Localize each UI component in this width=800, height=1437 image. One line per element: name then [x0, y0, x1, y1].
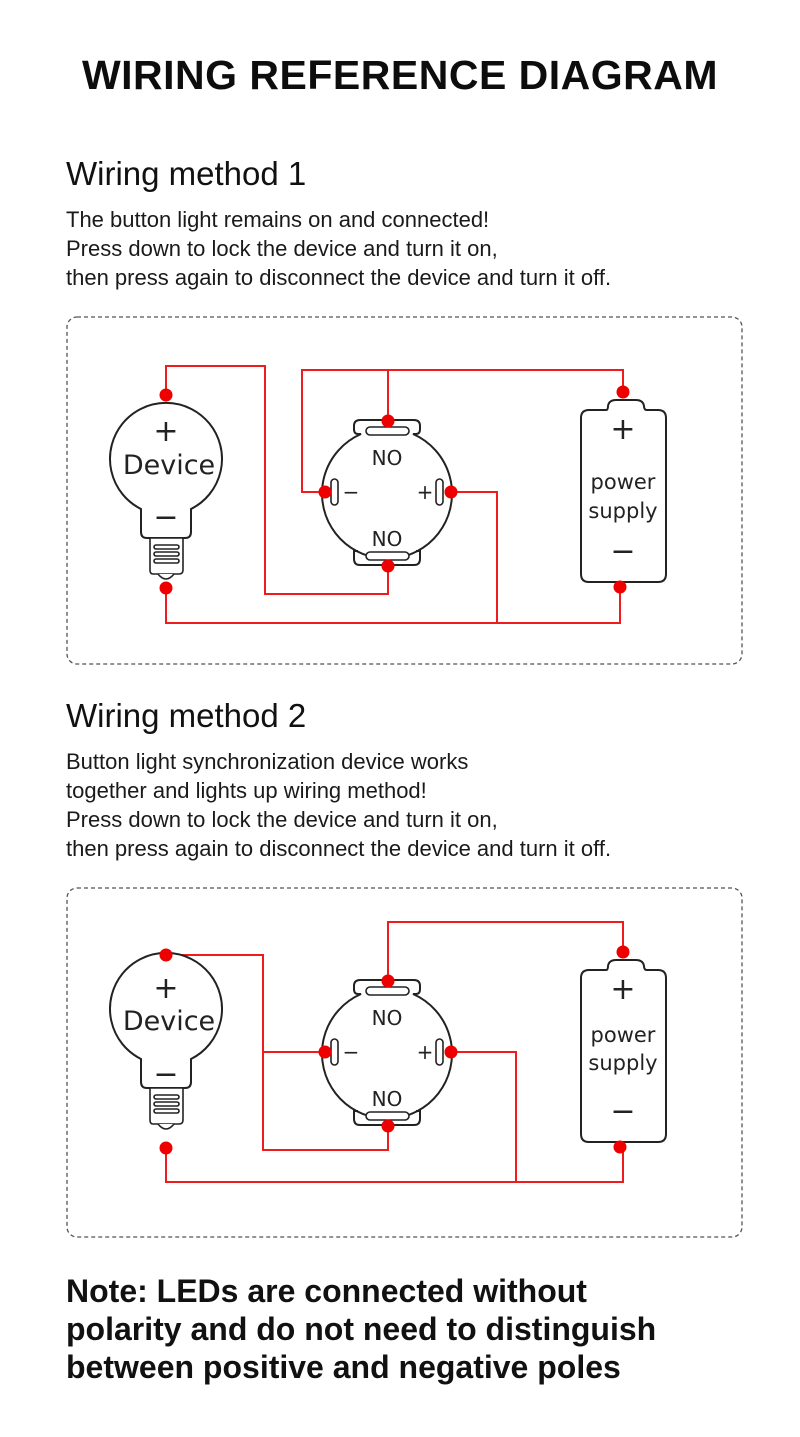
terminal-switch-no-bottom	[381, 1119, 395, 1133]
wire-device-plus-to-no-bottom	[165, 365, 389, 595]
power-label-line-2: supply	[588, 499, 657, 523]
switch-no-bottom-label: NO	[372, 527, 403, 551]
method-1-heading: Wiring method 1	[66, 155, 307, 192]
note-line-3: between positive and negative poles	[66, 1349, 621, 1385]
terminal-device-plus	[159, 388, 173, 402]
device-bulb-icon: + Device −	[109, 401, 223, 580]
terminal-power-plus	[616, 945, 630, 959]
device-bulb-icon: + Device −	[109, 951, 223, 1130]
diagram-2-frame	[66, 887, 743, 1238]
method-2-line-1: Button light synchronization device work…	[66, 749, 469, 774]
switch-minus-label: −	[343, 480, 360, 504]
method-2-line-3: Press down to lock the device and turn i…	[66, 807, 498, 832]
switch-no-top-label: NO	[372, 1006, 403, 1030]
terminal-switch-plus	[444, 1045, 458, 1059]
method-2-line-4: then press again to disconnect the devic…	[66, 836, 612, 861]
method-1-line-3: then press again to disconnect the devic…	[66, 265, 612, 290]
device-minus-label: −	[153, 1057, 178, 1092]
device-minus-label: −	[153, 500, 178, 535]
page-title: WIRING REFERENCE DIAGRAM	[81, 52, 719, 98]
method-2-description: Button light synchronization device work…	[66, 747, 611, 863]
switch-plus-label: +	[417, 1040, 434, 1064]
method-1-line-2: Press down to lock the device and turn i…	[66, 236, 498, 261]
power-supply-battery-icon: + power supply −	[580, 399, 667, 583]
switch-no-bottom-label: NO	[372, 1087, 403, 1111]
note-line-2: polarity and do not need to distinguish	[66, 1311, 657, 1347]
power-supply-battery-icon: + power supply −	[580, 959, 667, 1143]
wire-device-minus-to-power-minus	[165, 587, 621, 624]
terminal-device-plus	[159, 948, 173, 962]
switch-plus-label: +	[417, 480, 434, 504]
terminal-switch-plus	[444, 485, 458, 499]
power-label-line-2: supply	[588, 1051, 657, 1075]
wire-switch-plus-to-return	[450, 1051, 517, 1182]
diagram-1-terminals	[159, 385, 630, 595]
wiring-diagram-2: + Device − NO NO − + + power supply −	[66, 887, 743, 1238]
terminal-device-minus	[159, 581, 173, 595]
switch-no-top-label: NO	[372, 446, 403, 470]
note-line-1: Note: LEDs are connected without	[66, 1273, 587, 1309]
terminal-switch-minus	[318, 485, 332, 499]
terminal-device-minus	[159, 1141, 173, 1155]
power-plus-label: +	[610, 412, 635, 447]
wire-device-plus-to-no-bottom	[166, 954, 389, 1151]
terminal-power-plus	[616, 385, 630, 399]
terminal-switch-no-top	[381, 414, 395, 428]
diagram-2-terminals	[159, 945, 630, 1155]
method-1-description: The button light remains on and connecte…	[66, 205, 611, 292]
power-minus-label: −	[610, 1094, 635, 1129]
power-label-line-1: power	[591, 470, 656, 494]
device-label: Device	[123, 1006, 215, 1037]
wire-no-top-to-power-plus	[387, 921, 624, 981]
wiring-diagram-1: + Device − NO NO − + + power supply −	[66, 316, 743, 665]
terminal-switch-no-bottom	[381, 559, 395, 573]
device-label: Device	[123, 450, 215, 481]
diagram-1-frame	[66, 316, 743, 665]
device-plus-label: +	[153, 971, 178, 1006]
polarity-note: Note: LEDs are connected without polarit…	[66, 1272, 656, 1386]
power-minus-label: −	[610, 534, 635, 569]
wire-switch-plus-to-return	[450, 491, 498, 623]
method-1-line-1: The button light remains on and connecte…	[66, 207, 490, 232]
terminal-switch-minus	[318, 1045, 332, 1059]
push-button-switch-icon: NO NO − +	[321, 979, 453, 1126]
device-plus-label: +	[153, 414, 178, 449]
wire-device-minus-to-power-minus	[165, 1147, 624, 1183]
diagram-2-wires	[165, 921, 624, 1183]
power-plus-label: +	[610, 972, 635, 1007]
terminal-power-minus	[613, 1140, 627, 1154]
power-label-line-1: power	[591, 1023, 656, 1047]
terminal-power-minus	[613, 580, 627, 594]
wire-switch-minus-to-power-plus	[301, 369, 624, 493]
method-2-line-2: together and lights up wiring method!	[66, 778, 427, 803]
diagram-1-wires	[165, 365, 624, 624]
terminal-switch-no-top	[381, 974, 395, 988]
method-2-heading: Wiring method 2	[66, 697, 307, 734]
switch-minus-label: −	[343, 1040, 360, 1064]
push-button-switch-icon: NO NO − +	[321, 419, 453, 566]
